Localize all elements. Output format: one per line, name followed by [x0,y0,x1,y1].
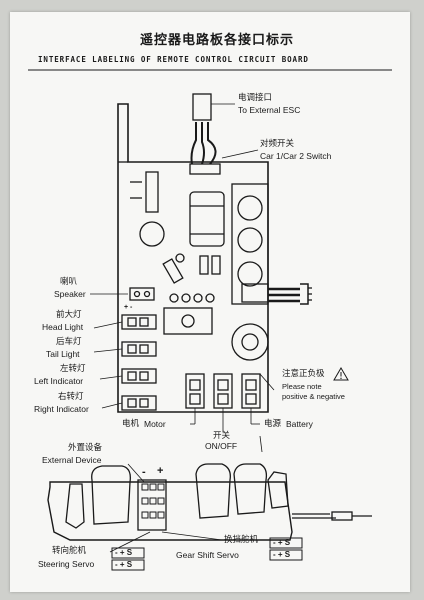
power-connectors [185,373,261,409]
diode [162,258,184,284]
component-circle [139,221,165,247]
esc-label-zh: 电调接口 [238,93,273,103]
esc-wire-2 [201,122,205,165]
steering-pins-top: - + S [115,548,133,557]
speaker-label-en: Speaker [54,289,86,299]
page-title-zh: 遥控器电路板各接口标示 [140,33,295,48]
circuit-diagram [28,69,392,571]
battery-label-en: Battery [286,419,313,429]
steering-pins-top-box [111,547,145,559]
onoff-label-en: ON/OFF [205,441,238,451]
steering-pins-bottom: - + S [115,560,133,569]
minus-sign: - [142,466,146,478]
board-polarity-mark: + - [124,304,133,311]
left-indicator-label-en: Left Indicator [34,376,84,386]
speaker-label-zh: 喇叭 [60,277,78,287]
polarity-label-zh: 注意正负极 [282,369,325,379]
gear-pins-top: - + S [273,538,291,547]
capacitor [189,191,225,247]
right-indicator-label-zh: 右转灯 [58,392,84,402]
switch-label-zh: 对频开关 [260,139,295,149]
head-light-label-en: Head Light [42,322,84,332]
tail-light-label-en: Tail Light [46,349,80,359]
lower-board-capacitors [65,463,289,529]
crystal [145,171,159,213]
plus-sign: + [157,465,164,477]
main-board-outline [117,103,269,413]
esc-connector [192,93,212,121]
ic-chip [163,307,213,335]
steering-pins-bottom-box [111,559,145,571]
warning-icon [333,367,349,381]
external-device-label-zh: 外置设备 [68,443,103,453]
right-indicator-label-en: Right Indicator [34,404,89,414]
steering-servo-label-en: Steering Servo [38,559,95,569]
tail-light-label-zh: 后车灯 [56,337,82,347]
inductor [231,323,269,361]
battery-label-zh: 电源 [264,419,282,429]
lower-board-outline [47,481,293,541]
gear-servo-label-en: Gear Shift Servo [176,550,239,560]
gear-pins-top-box [269,537,303,549]
onoff-label-zh: 开关 [213,431,231,441]
speaker-connector [129,287,155,301]
switch-label-en: Car 1/Car 2 Switch [260,151,332,161]
motor-label-zh: 电机 [122,419,140,429]
steering-servo-label-zh: 转向舵机 [52,546,87,556]
gear-pins-bottom: - + S [273,550,291,559]
esc-wire-1 [190,122,197,165]
gear-servo-label-zh: 换挡舵机 [224,535,259,545]
light-connectors [121,314,157,411]
esc-wire-3 [207,122,217,165]
polarity-label-en-1: Please note [282,382,322,391]
polarity-label-en-2: positive & negative [282,392,345,401]
switch-header [189,163,221,175]
left-indicator-label-zh: 左转灯 [60,364,86,374]
head-light-label-zh: 前大灯 [56,310,82,320]
motor-label-en: Motor [144,419,166,429]
external-device-label-en: External Device [42,455,102,465]
gear-pins-bottom-box [269,549,303,561]
relay-block [231,183,269,305]
page-title-en: INTERFACE LABELING OF REMOTE CONTROL CIR… [38,55,309,64]
esc-label-en: To External ESC [238,105,301,115]
servo-pin-block [137,479,167,531]
instruction-sheet: 遥控器电路板各接口标示 INTERFACE LABELING OF REMOTE… [10,12,410,592]
